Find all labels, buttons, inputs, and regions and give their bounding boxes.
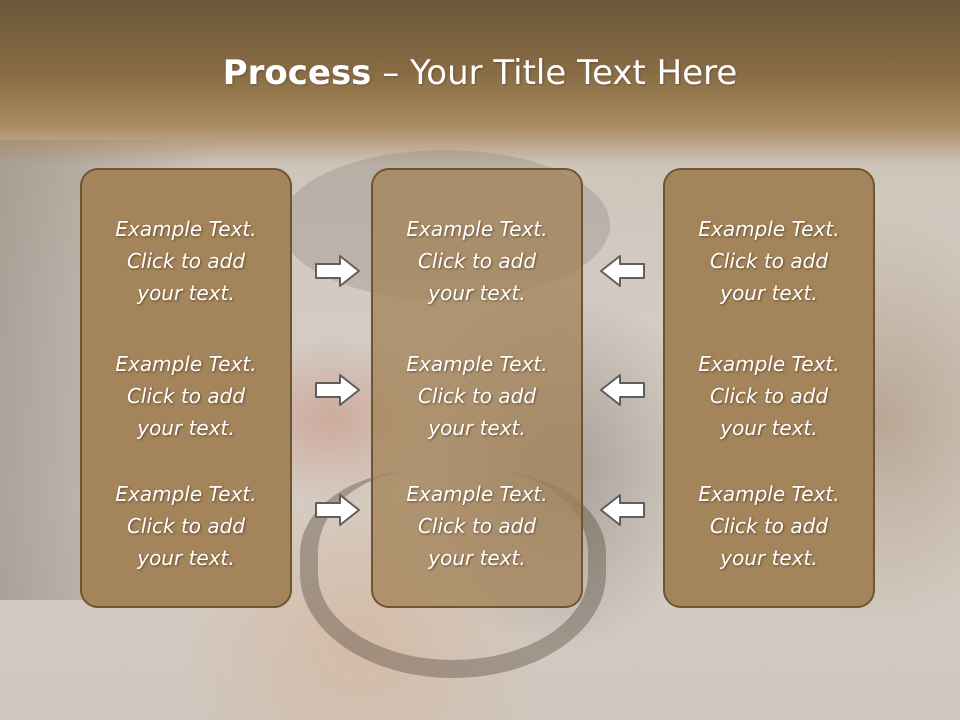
- left-arrow-icon: [598, 372, 646, 408]
- text-line: Example Text.: [115, 217, 257, 241]
- text-block[interactable]: Example Text. Click to add your text.: [665, 478, 873, 574]
- title-bar: [0, 0, 960, 165]
- process-panel-left[interactable]: Example Text. Click to add your text. Ex…: [80, 168, 292, 608]
- title-rest: – Your Title Text Here: [371, 53, 738, 93]
- text-line: Example Text.: [406, 482, 548, 506]
- text-block[interactable]: Example Text. Click to add your text.: [665, 213, 873, 309]
- left-arrow-icon: [598, 492, 646, 528]
- text-line: your text.: [137, 281, 235, 305]
- text-line: your text.: [720, 281, 818, 305]
- right-arrow-icon: [314, 372, 362, 408]
- text-line: your text.: [428, 281, 526, 305]
- text-block[interactable]: Example Text. Click to add your text.: [82, 213, 290, 309]
- text-line: your text.: [137, 416, 235, 440]
- text-block[interactable]: Example Text. Click to add your text.: [373, 348, 581, 444]
- text-line: Click to add: [709, 514, 829, 538]
- text-line: Click to add: [417, 514, 537, 538]
- text-block[interactable]: Example Text. Click to add your text.: [665, 348, 873, 444]
- text-line: Click to add: [126, 384, 246, 408]
- text-line: your text.: [137, 546, 235, 570]
- text-line: Click to add: [126, 249, 246, 273]
- text-block[interactable]: Example Text. Click to add your text.: [82, 478, 290, 574]
- text-line: Example Text.: [115, 352, 257, 376]
- slide-title[interactable]: Process – Your Title Text Here: [0, 53, 960, 93]
- text-block[interactable]: Example Text. Click to add your text.: [373, 478, 581, 574]
- text-line: Example Text.: [115, 482, 257, 506]
- text-line: Click to add: [417, 384, 537, 408]
- title-bold: Process: [222, 53, 372, 93]
- text-line: Click to add: [417, 249, 537, 273]
- left-arrow-icon: [598, 253, 646, 289]
- process-panel-right[interactable]: Example Text. Click to add your text. Ex…: [663, 168, 875, 608]
- text-line: Click to add: [126, 514, 246, 538]
- right-arrow-icon: [314, 253, 362, 289]
- right-arrow-icon: [314, 492, 362, 528]
- text-line: Example Text.: [698, 482, 840, 506]
- text-line: your text.: [720, 416, 818, 440]
- text-line: Click to add: [709, 384, 829, 408]
- text-line: Example Text.: [698, 217, 840, 241]
- text-block[interactable]: Example Text. Click to add your text.: [82, 348, 290, 444]
- text-line: Example Text.: [406, 352, 548, 376]
- text-line: your text.: [428, 546, 526, 570]
- text-line: Example Text.: [406, 217, 548, 241]
- text-line: Click to add: [709, 249, 829, 273]
- process-panel-middle[interactable]: Example Text. Click to add your text. Ex…: [371, 168, 583, 608]
- text-block[interactable]: Example Text. Click to add your text.: [373, 213, 581, 309]
- text-line: Example Text.: [698, 352, 840, 376]
- text-line: your text.: [428, 416, 526, 440]
- text-line: your text.: [720, 546, 818, 570]
